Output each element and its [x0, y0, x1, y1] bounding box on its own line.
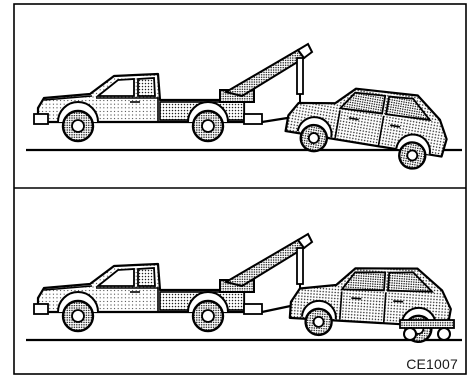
figure-code: CE1007	[406, 356, 458, 372]
